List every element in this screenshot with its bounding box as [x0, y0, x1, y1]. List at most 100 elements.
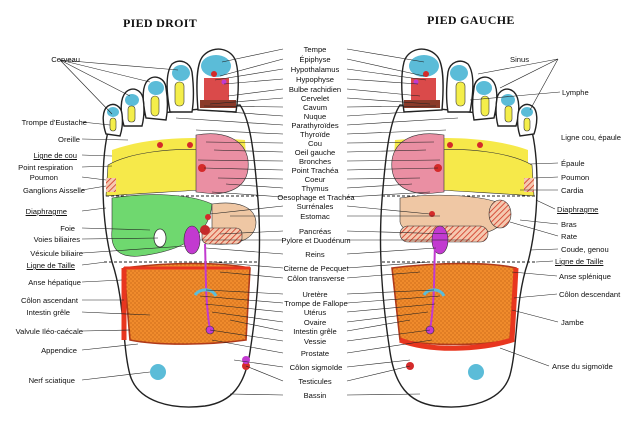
label-ovaire: Ovaire: [303, 318, 327, 327]
label-colon-transverse: Côlon transverse: [287, 274, 345, 283]
label-hypothalamus: Hypothalamus: [290, 65, 340, 74]
label-jambe: Jambe: [561, 318, 584, 327]
label-cou: Cou: [308, 139, 322, 148]
label-hypophyse: Hypophyse: [296, 75, 334, 84]
label-citerne-pecquet: Citerne de Pecquet: [283, 264, 349, 273]
leader-line-left: [346, 191, 431, 198]
leader-line-right: [205, 247, 284, 255]
leader-line-outer: [509, 221, 559, 237]
label-epiphyse: Épiphyse: [299, 55, 331, 64]
label-pancreas: Pancréas: [298, 227, 332, 236]
label-colon-sigmoide: Côlon sigmoïde: [289, 363, 343, 372]
leader-line-left: [346, 159, 441, 162]
leader-line-left: [346, 88, 421, 97]
label-lymphe: Lymphe: [562, 88, 589, 97]
leader-line-outer: [81, 138, 129, 141]
leader-line-outer: [81, 185, 107, 191]
leader-line-right: [219, 58, 284, 77]
leader-line-right: [219, 230, 284, 235]
label-anse-du-sigmoide: Anse du sigmoïde: [552, 362, 613, 371]
leader-line-right: [203, 105, 284, 108]
leader-line-outer: [535, 260, 554, 263]
leader-line-right: [245, 365, 284, 382]
label-testicules: Testicules: [298, 377, 332, 386]
leader-line-outer: [81, 311, 151, 316]
label-trompe-eustache: Trompe d'Eustache: [21, 118, 87, 127]
label-ligne-de-cou: Ligne de cou: [33, 151, 78, 160]
label-ligne-cou-epaule: Ligne cou, épaule: [561, 133, 621, 142]
label-coude-genou: Coude, genou: [561, 245, 609, 254]
leader-line-left: [346, 261, 431, 269]
label-pylore-duodenum: Pylore et Duodénum: [281, 236, 351, 245]
leader-line-right: [223, 78, 284, 85]
label-poumon-right: Poumon: [561, 173, 590, 182]
label-thyroide: Thyroïde: [300, 130, 330, 139]
right-foot-title: PIED DROIT: [123, 16, 198, 30]
label-trompe-fallope: Trompe de Fallope: [284, 299, 348, 308]
leader-line-right: [229, 393, 284, 396]
label-tempe: Tempe: [303, 45, 327, 54]
leader-line-right: [209, 329, 284, 342]
leader-line-outer: [499, 58, 559, 89]
label-reins: Reins: [305, 250, 325, 259]
leader-line-outer: [81, 261, 107, 266]
leader-line-outer: [81, 245, 187, 254]
label-anse-hepatique: Anse hépatique: [28, 278, 81, 287]
leader-line-right: [217, 177, 284, 180]
label-nerf-sciatique: Nerf sciatique: [28, 376, 75, 385]
leader-line-right: [199, 109, 284, 117]
leader-line-left: [346, 68, 427, 81]
leader-line-outer: [469, 91, 561, 101]
leader-line-left: [346, 319, 411, 332]
leader-line-left: [346, 359, 411, 368]
leader-line-right: [225, 183, 284, 189]
leader-line-outer: [529, 162, 559, 165]
label-thymus: Thymus: [301, 184, 329, 193]
leader-line-outer: [59, 59, 179, 71]
label-colon-ascendant: Côlon ascendant: [21, 296, 78, 305]
leader-line-right: [219, 271, 284, 279]
label-vesicule-biliaire: Vésicule biliaire: [30, 249, 83, 258]
leader-line-left: [346, 247, 437, 255]
label-valvule-ileo-caecale: Valvule Iléo-caécale: [15, 327, 83, 336]
leader-line-outer: [477, 58, 559, 75]
label-oreille: Oreille: [58, 135, 80, 144]
leader-line-left: [346, 167, 439, 171]
leader-line-left: [346, 117, 459, 126]
label-uretere: Uretère: [302, 290, 328, 299]
leader-line-outer: [513, 293, 558, 299]
label-appendice: Appendice: [41, 346, 77, 355]
leader-line-right: [213, 149, 284, 153]
label-cavum: Cavum: [302, 103, 328, 112]
label-intestin-grele-center: Intestin grêle: [293, 327, 337, 336]
label-sinus: Sinus: [510, 55, 529, 64]
leader-line-outer: [59, 59, 131, 97]
leader-line-left: [346, 230, 453, 235]
leader-line-left: [346, 311, 429, 323]
left-foot-title: PIED GAUCHE: [427, 13, 515, 27]
label-intestin-grele-left: Intestin grêle: [26, 308, 70, 317]
leader-line-outer: [533, 176, 559, 179]
leader-line-outer: [81, 207, 107, 212]
label-coeur: Coeur: [304, 175, 326, 184]
leader-line-left: [346, 58, 425, 77]
leader-line-left: [346, 365, 411, 382]
leader-line-right: [199, 295, 284, 304]
leader-line-outer: [81, 237, 159, 240]
leader-line-right: [205, 141, 284, 144]
label-diaphragme-left: Diaphragme: [25, 207, 67, 216]
leader-lines: [59, 48, 561, 396]
label-bras: Bras: [561, 220, 577, 229]
leader-line-right: [175, 117, 284, 126]
leader-line-left: [346, 97, 431, 105]
label-rate: Rate: [561, 232, 578, 241]
leader-line-left: [346, 271, 421, 279]
leader-line-left: [346, 78, 419, 85]
leader-line-left: [346, 177, 421, 180]
label-ligne-de-taille-right: Ligne de Taille: [555, 257, 604, 266]
leader-line-left: [346, 105, 437, 108]
leader-line-left: [346, 205, 431, 215]
leader-line-left: [346, 141, 435, 144]
leader-line-right: [203, 167, 284, 171]
